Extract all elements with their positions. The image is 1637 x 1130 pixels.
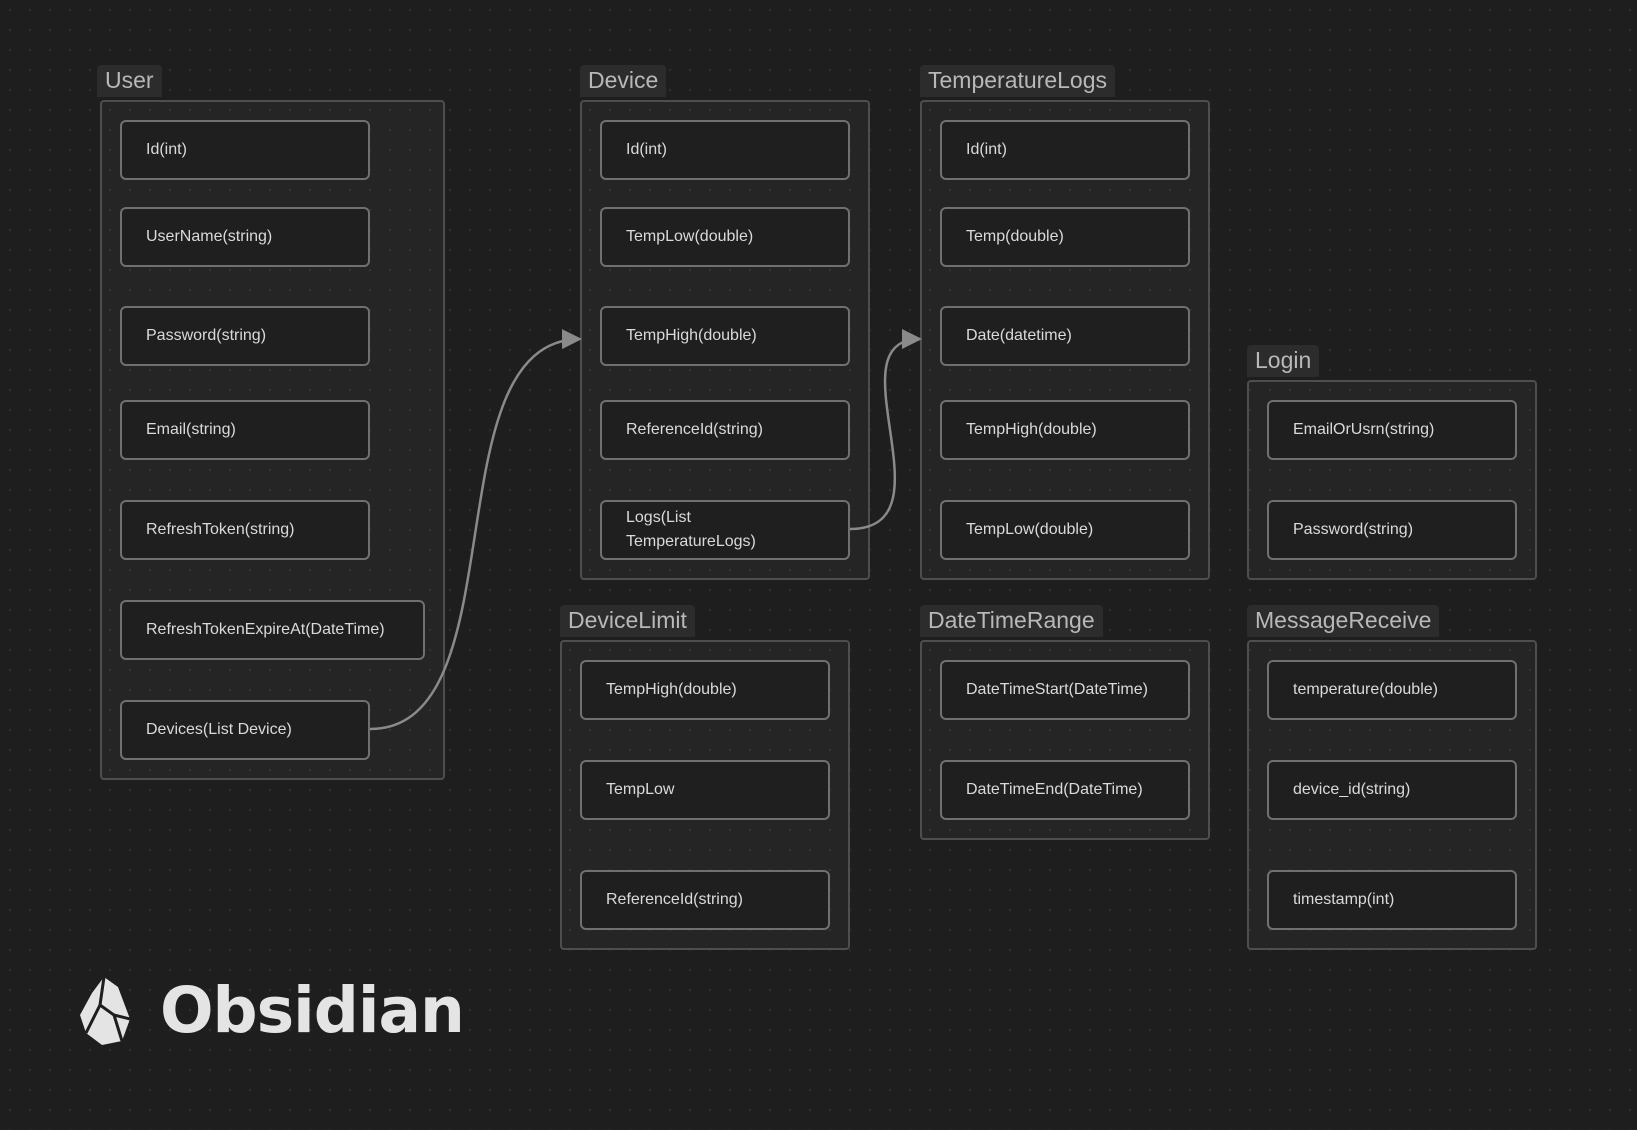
node-device-referenceid[interactable]: ReferenceId(string) [600,400,850,460]
node-templogs-date[interactable]: Date(datetime) [940,306,1190,366]
node-user-refreshtoken[interactable]: RefreshToken(string) [120,500,370,560]
node-messagereceive-temperature[interactable]: temperature(double) [1267,660,1517,720]
obsidian-logo: Obsidian [78,974,465,1047]
node-device-logs-label: Logs(List TemperatureLogs) [626,509,756,550]
node-messagereceive-timestamp[interactable]: timestamp(int) [1267,870,1517,930]
node-templogs-id[interactable]: Id(int) [940,120,1190,180]
node-user-password[interactable]: Password(string) [120,306,370,366]
group-label-datetimerange[interactable]: DateTimeRange [920,605,1103,637]
group-messagereceive[interactable] [1247,640,1537,950]
node-templogs-temp[interactable]: Temp(double) [940,207,1190,267]
node-templogs-temphigh[interactable]: TempHigh(double) [940,400,1190,460]
group-label-login[interactable]: Login [1247,345,1320,377]
group-label-temperaturelogs[interactable]: TemperatureLogs [920,65,1115,97]
node-device-temphigh[interactable]: TempHigh(double) [600,306,850,366]
node-user-id[interactable]: Id(int) [120,120,370,180]
node-device-id[interactable]: Id(int) [600,120,850,180]
group-label-user[interactable]: User [97,65,162,97]
node-devicelimit-temphigh[interactable]: TempHigh(double) [580,660,830,720]
node-templogs-templow[interactable]: TempLow(double) [940,500,1190,560]
node-login-password[interactable]: Password(string) [1267,500,1517,560]
group-label-messagereceive[interactable]: MessageReceive [1247,605,1440,637]
group-label-device[interactable]: Device [580,65,667,97]
node-device-logs[interactable]: Logs(List TemperatureLogs) [600,500,850,560]
node-user-email[interactable]: Email(string) [120,400,370,460]
group-datetimerange[interactable] [920,640,1210,840]
group-login[interactable] [1247,380,1537,580]
node-devicelimit-templow[interactable]: TempLow [580,760,830,820]
node-datetimerange-end[interactable]: DateTimeEnd(DateTime) [940,760,1190,820]
node-datetimerange-start[interactable]: DateTimeStart(DateTime) [940,660,1190,720]
node-devicelimit-referenceid[interactable]: ReferenceId(string) [580,870,830,930]
obsidian-logo-text: Obsidian [160,974,465,1047]
node-user-refreshtokenexpireat[interactable]: RefreshTokenExpireAt(DateTime) [120,600,425,660]
node-device-templow[interactable]: TempLow(double) [600,207,850,267]
node-user-username[interactable]: UserName(string) [120,207,370,267]
node-user-devices[interactable]: Devices(List Device) [120,700,370,760]
obsidian-logo-icon [80,976,131,1045]
group-devicelimit[interactable] [560,640,850,950]
node-login-emailorusrn[interactable]: EmailOrUsrn(string) [1267,400,1517,460]
group-label-devicelimit[interactable]: DeviceLimit [560,605,695,637]
node-messagereceive-deviceid[interactable]: device_id(string) [1267,760,1517,820]
